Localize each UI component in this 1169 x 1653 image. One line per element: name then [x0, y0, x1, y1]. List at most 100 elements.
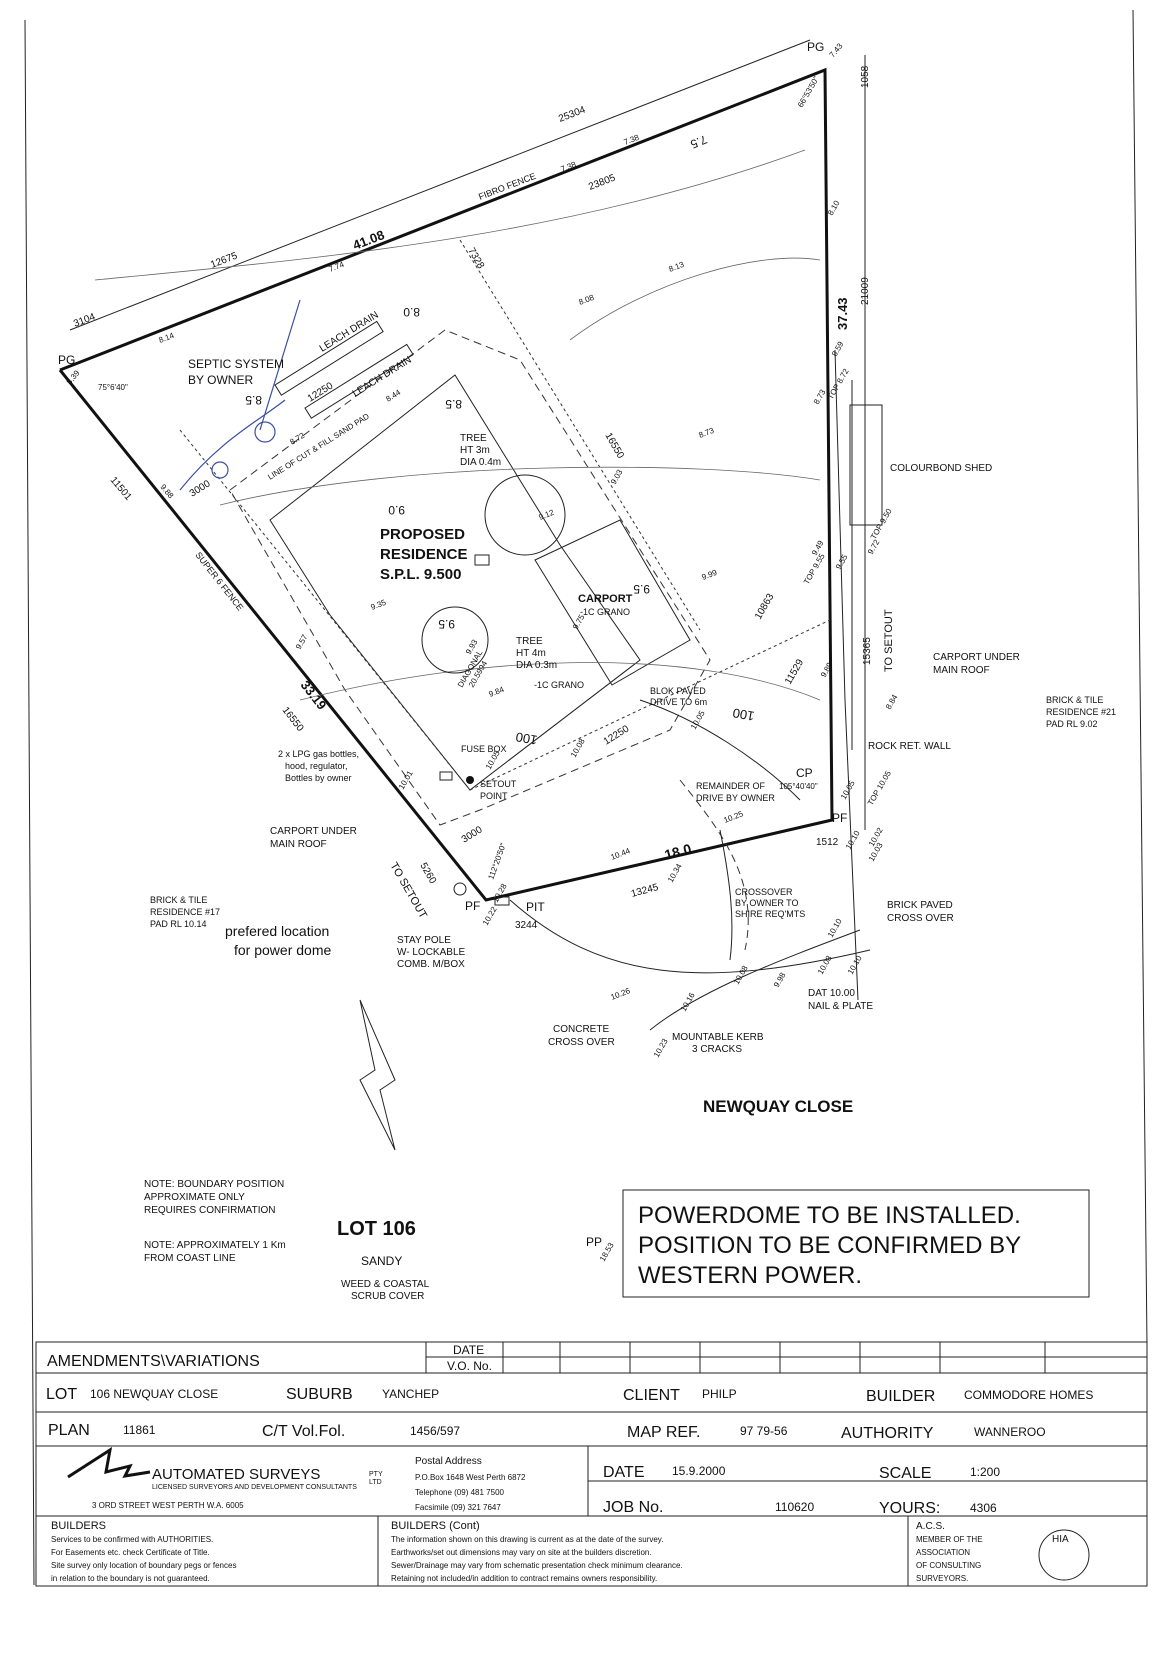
label-contour-85a: 8.5 — [245, 393, 262, 407]
label-912: 9.12 — [537, 508, 555, 522]
label-999: 9.99 — [700, 568, 718, 582]
north-arrow — [359, 999, 396, 1151]
label-23805: 23805 — [587, 172, 617, 192]
label-contour-75: 7.5 — [688, 132, 709, 151]
label-lpg-1: 2 x LPG gas bottles, — [278, 749, 359, 759]
label-935: 9.35 — [369, 598, 387, 612]
suburb-label: SUBURB — [286, 1386, 353, 1403]
label-21009: 21009 — [860, 277, 871, 305]
label-top-872: TOP 8.72 — [826, 367, 851, 401]
map-ref-label: MAP REF. — [627, 1424, 701, 1441]
label-crossover-1: CROSSOVER — [735, 887, 793, 897]
label-fuse-box: FUSE BOX — [461, 744, 507, 754]
label-1022: 10.22 — [481, 905, 499, 927]
label-brick-paved-1: BRICK PAVED — [887, 900, 953, 911]
scale-value: 1:200 — [970, 1465, 1000, 1479]
fence-line-east — [834, 349, 859, 1001]
label-angle-s: 112°20'50" — [486, 842, 508, 881]
vo-no-header-label: V.O. No. — [447, 1359, 492, 1373]
label-tree2-3: DIA 0.3m — [516, 660, 557, 671]
sheet-border-left — [24, 19, 35, 1586]
label-bt17-1: BRICK & TILE — [150, 895, 207, 905]
label-10863: 10863 — [753, 592, 777, 622]
label-955: 9.55 — [834, 553, 850, 571]
sand-pad-outline — [229, 329, 711, 826]
label-handwritten-power-dome-2: for power dome — [234, 942, 331, 958]
contour-line — [299, 662, 821, 701]
builders-cont-note-1: The information shown on this drawing is… — [391, 1535, 663, 1544]
company-subtitle: LICENSED SURVEYORS AND DEVELOPMENT CONSU… — [152, 1484, 357, 1491]
label-handwritten-power-dome-1: prefered location — [225, 923, 329, 939]
label-carport-under-left-2: MAIN ROOF — [270, 839, 327, 850]
acs-heading: A.C.S. — [916, 1521, 945, 1532]
label-3104: 3104 — [72, 311, 97, 329]
label-1016: 10.16 — [679, 991, 697, 1013]
lot-boundary — [58, 67, 834, 902]
setout-line-2 — [469, 619, 831, 791]
label-carport-2: -1C GRANO — [580, 607, 630, 617]
fuse-box-symbol — [439, 771, 453, 781]
lot-value: 106 NEWQUAY CLOSE — [90, 1387, 218, 1401]
label-crossover-3: SHIRE REQ'MTS — [735, 909, 805, 919]
label-743: 7.43 — [828, 41, 845, 59]
sheet-border-right — [1132, 9, 1148, 1346]
setout-line-1 — [179, 429, 471, 791]
label-note2-2: FROM COAST LINE — [144, 1253, 236, 1264]
meter-box-symbol — [474, 554, 490, 566]
label-septic-2: BY OWNER — [188, 373, 253, 387]
client-value: PHILP — [702, 1387, 737, 1401]
label-1023: 10.23 — [652, 1037, 670, 1059]
label-residence-3: S.P.L. 9.500 — [380, 566, 461, 583]
label-note1-1: NOTE: BOUNDARY POSITION — [144, 1179, 284, 1190]
dim-line-north — [69, 39, 811, 331]
label-7328: 7328 — [465, 246, 486, 271]
postal-address-line-1: P.O.Box 1648 West Perth 6872 — [415, 1473, 526, 1482]
carport-outline — [534, 519, 691, 686]
builders-note-3: Site survey only location of boundary pe… — [51, 1561, 236, 1570]
builders-note-1: Services to be confirmed with AUTHORITIE… — [51, 1535, 213, 1544]
powerdome-note-line-1: POWERDOME TO BE INSTALLED. — [638, 1202, 1021, 1229]
label-11529: 11529 — [783, 657, 806, 686]
label-957: 9.57 — [294, 633, 310, 651]
label-kerb-1: MOUNTABLE KERB — [672, 1032, 764, 1043]
label-tree2-1: TREE — [516, 636, 543, 647]
label-984: 9.84 — [487, 685, 505, 699]
label-972: 9.72 — [866, 538, 882, 556]
label-carport-1: CARPORT — [578, 593, 633, 605]
label-rock-wall: ROCK RET. WALL — [868, 741, 951, 752]
label-blok-1: BLOK PAVED — [650, 686, 706, 696]
label-note1-3: REQUIRES CONFIRMATION — [144, 1205, 275, 1216]
label-pg-top: PG — [807, 40, 824, 54]
label-carport-under-right-2: MAIN ROOF — [933, 665, 990, 676]
pit-symbol — [494, 896, 510, 906]
label-989: 9.89 — [819, 661, 835, 679]
label-top-1005: TOP 10.05 — [866, 769, 893, 807]
plan-value: 11861 — [123, 1423, 156, 1437]
label-leach-drain-1: LEACH DRAIN — [318, 310, 381, 355]
label-stay-pole-3: COMB. M/BOX — [397, 959, 465, 970]
powerdome-note-frame — [622, 1189, 1090, 1298]
title-block: AMENDMENTS\VARIATIONS DATE V.O. No. LOT … — [35, 1341, 1148, 1587]
date-label: DATE — [603, 1464, 644, 1481]
scale-label: SCALE — [879, 1465, 931, 1482]
builders-cont-heading: BUILDERS (Cont) — [391, 1520, 480, 1532]
septic-pencil-marking — [259, 299, 301, 431]
label-pf-right: PF — [832, 811, 847, 825]
label-setout-2: POINT — [480, 791, 508, 801]
label-contour-100a: 100 — [732, 705, 756, 724]
label-concrete-1: CONCRETE — [553, 1024, 609, 1035]
leach-drain-2 — [304, 343, 414, 419]
title-block-frame — [35, 1341, 1148, 1587]
label-12250b: 12250 — [602, 723, 632, 747]
label-25304: 25304 — [557, 104, 587, 124]
date-header-label: DATE — [453, 1343, 484, 1357]
contour-line — [94, 149, 806, 281]
acs-line-1: MEMBER OF THE — [916, 1535, 983, 1544]
label-1025: 10.25 — [722, 809, 744, 825]
setout-line-3 — [459, 239, 701, 631]
label-brick-paved-2: CROSS OVER — [887, 913, 954, 924]
label-3000b: 3000 — [460, 824, 485, 845]
label-11501: 11501 — [108, 475, 134, 503]
tree-canopy — [421, 606, 489, 674]
